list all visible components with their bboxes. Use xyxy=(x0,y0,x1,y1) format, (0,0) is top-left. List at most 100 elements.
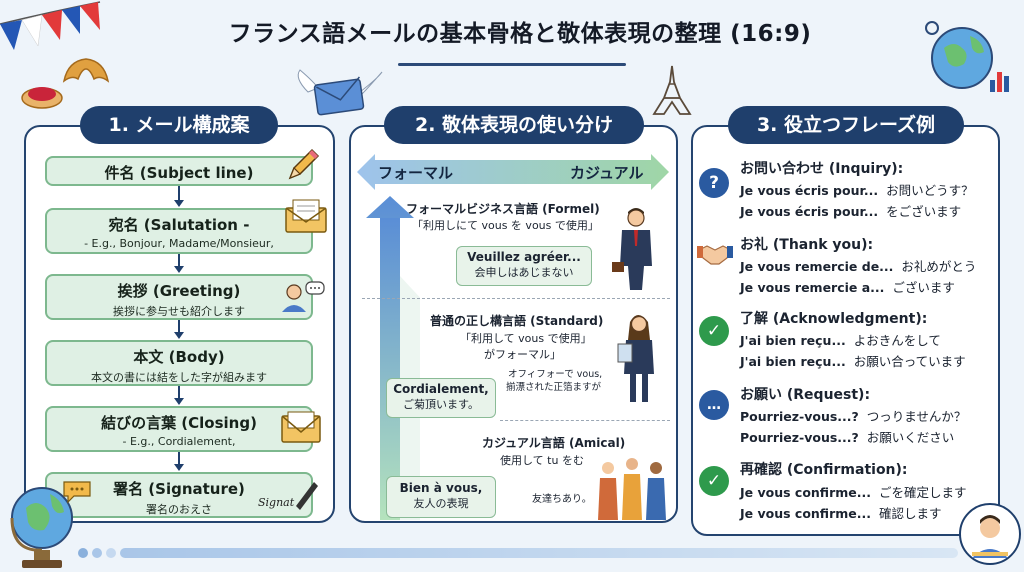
progress-dot xyxy=(92,548,102,558)
phrase-fr: Je vous écris pour... xyxy=(740,204,879,219)
panel-politeness xyxy=(349,125,678,523)
phrase-ja: ございます xyxy=(892,280,955,295)
formality-scale-arrow xyxy=(357,154,669,190)
pencil-icon xyxy=(288,148,320,180)
tier-amical-title: カジュアル言語 (Amical) xyxy=(482,436,626,450)
phrase-box-main: Veuillez agréer... xyxy=(467,250,581,264)
flow-connector xyxy=(178,452,180,464)
phrase-ja: よおきんをして xyxy=(853,333,941,348)
phrase-line: Je vous remercie de... お礼めがとう xyxy=(740,256,976,275)
step-subject: 件名 (Subject line) xyxy=(45,156,313,186)
handshake-icon xyxy=(697,245,733,265)
progress-bar xyxy=(120,548,958,558)
phrase-box-formel: Veuillez agréer... 会申しはあじまない xyxy=(456,246,592,286)
signature-pen-icon: Signat xyxy=(258,482,318,510)
tier-standard-note1: オフィフォーで vous, xyxy=(508,369,603,380)
phrase-fr: Je vous confirme... xyxy=(740,506,871,521)
phrase-line: J'ai bien reçu... よおきんをして xyxy=(740,330,941,349)
phrase-ja: 確認します xyxy=(878,506,942,521)
step-subtitle: 署名のおえさ xyxy=(146,503,212,516)
businesswoman-icon xyxy=(617,315,654,402)
eiffel-tower-icon xyxy=(652,65,692,115)
panel-phrases xyxy=(691,125,1000,536)
step-title: 結びの言葉 (Closing) xyxy=(101,414,257,432)
signature-script: Signat xyxy=(258,496,295,509)
step-subtitle: 本文の書には結をした字が組みます xyxy=(91,371,267,384)
flow-connector xyxy=(178,254,180,266)
phrase-ja: ごを確定します xyxy=(878,485,967,500)
phrase-line: Pourriez-vous...? つっりませんか？ xyxy=(740,406,966,425)
step-salutation: 宛名 (Salutation - - E.g., Bonjour, Madame… xyxy=(45,208,313,254)
chat-bubble-icon xyxy=(63,481,91,504)
formality-vertical-arrow xyxy=(366,196,420,520)
step-subtitle: - E.g., Cordialement, xyxy=(122,435,236,448)
check-icon: ✓ xyxy=(699,316,729,346)
phrase-ja: お問いどうす？ xyxy=(886,183,974,198)
phrase-line: Pourriez-vous...? お願いください xyxy=(740,427,954,446)
phrase-ja: をございます xyxy=(886,204,962,219)
phrase-line: Je vous confirme...ごを確定します xyxy=(740,482,967,501)
phrase-fr: Je vous remercie a... xyxy=(740,280,885,295)
phrase-fr: J'ai bien reçu... xyxy=(740,333,846,348)
question-icon: ? xyxy=(699,168,729,198)
phrase-line: Je vous confirme... 確認します xyxy=(740,503,942,522)
croissant-icon xyxy=(62,58,110,83)
phrase-box-standard: Cordialement, ご菊頂います。 xyxy=(386,378,496,418)
flow-connector xyxy=(178,386,180,398)
flow-arrow-icon xyxy=(174,266,184,273)
step-subtitle: - E.g., Bonjour, Madame/Monsieur, xyxy=(84,237,274,250)
phrase-fr: Pourriez-vous...? xyxy=(740,409,859,424)
phrase-group-title: お願い (Request): xyxy=(740,387,871,403)
flow-arrow-icon xyxy=(174,200,184,207)
progress-dot xyxy=(78,548,88,558)
phrase-group-title: お問い合わせ (Inquiry): xyxy=(740,161,904,177)
flow-arrow-icon xyxy=(174,398,184,405)
desk-globe-icon xyxy=(10,487,73,568)
phrase-box-sub: 友人の表現 xyxy=(413,497,469,510)
friends-group-icon xyxy=(598,458,666,520)
tier-divider xyxy=(362,298,670,299)
phrase-group-title: 了解 (Acknowledgment): xyxy=(740,311,928,327)
casual-label: カジュアル xyxy=(570,164,644,182)
flow-arrow-icon xyxy=(174,464,184,471)
phrase-ja: お礼めがとう xyxy=(901,259,977,274)
phrase-fr: Je vous écris pour... xyxy=(740,183,879,198)
phrase-ja: お願いください xyxy=(866,430,955,445)
tier-standard-title: 普通の正し構言語 (Standard) xyxy=(430,314,604,328)
panel-header-mail-structure: 1. メール構成案 xyxy=(80,106,278,144)
tier-standard-sub2: がフォーマル」 xyxy=(484,348,561,361)
tart-icon xyxy=(21,87,63,109)
tier-amical-sub: 使用して tu をむ xyxy=(500,454,584,467)
phrase-box-sub: ご菊頂います。 xyxy=(403,398,479,411)
step-title: 宛名 (Salutation - xyxy=(108,216,250,234)
step-title: 件名 (Subject line) xyxy=(104,164,254,182)
step-closing: 結びの言葉 (Closing) - E.g., Cordialement, xyxy=(45,406,313,452)
phrase-box-sub: 会申しはあじまない xyxy=(474,266,574,279)
phrase-line: J'ai bien reçu...お願い合っています xyxy=(740,351,966,370)
step-title: 挨拶 (Greeting) xyxy=(117,282,241,300)
formal-label: フォーマル xyxy=(378,164,454,182)
phrase-line: Je vous écris pour... をございます xyxy=(740,201,961,220)
title-underline xyxy=(398,63,626,66)
phrase-box-main: Bien à vous, xyxy=(399,481,483,495)
step-body: 本文 (Body) 本文の書には結をした字が組みます xyxy=(45,340,313,386)
phrase-fr: Je vous remercie de... xyxy=(740,259,894,274)
student-writing-icon xyxy=(959,503,1021,565)
tier-amical-note: 友達ちあり。 xyxy=(532,494,592,505)
phrase-ja: つっりませんか？ xyxy=(866,409,967,424)
phrase-ja: お願い合っています xyxy=(853,354,966,369)
person-chat-icon xyxy=(282,281,325,312)
phrase-fr: Pourriez-vous...? xyxy=(740,430,859,445)
flying-envelope-icon xyxy=(297,69,383,116)
step-greeting: 挨拶 (Greeting) 挨拶に参与せも紹介します xyxy=(45,274,313,320)
phrase-box-amical: Bien à vous, 友人の表現 xyxy=(386,476,496,518)
phrase-group-title: 再確認 (Confirmation): xyxy=(740,462,908,478)
globe-chart-icon xyxy=(925,21,1009,92)
businessman-icon xyxy=(612,208,652,290)
page-title: フランス語メールの基本骨格と敬体表現の整理 (16:9) xyxy=(228,21,812,47)
step-title: 本文 (Body) xyxy=(133,348,225,366)
french-flag-bunting xyxy=(0,1,101,50)
phrase-line: Je vous écris pour... お問いどうす？ xyxy=(740,180,974,199)
phrase-box-main: Cordialement, xyxy=(393,382,489,396)
tier-formel-title: フォーマルビジネス言語 (Formel) xyxy=(406,202,600,216)
